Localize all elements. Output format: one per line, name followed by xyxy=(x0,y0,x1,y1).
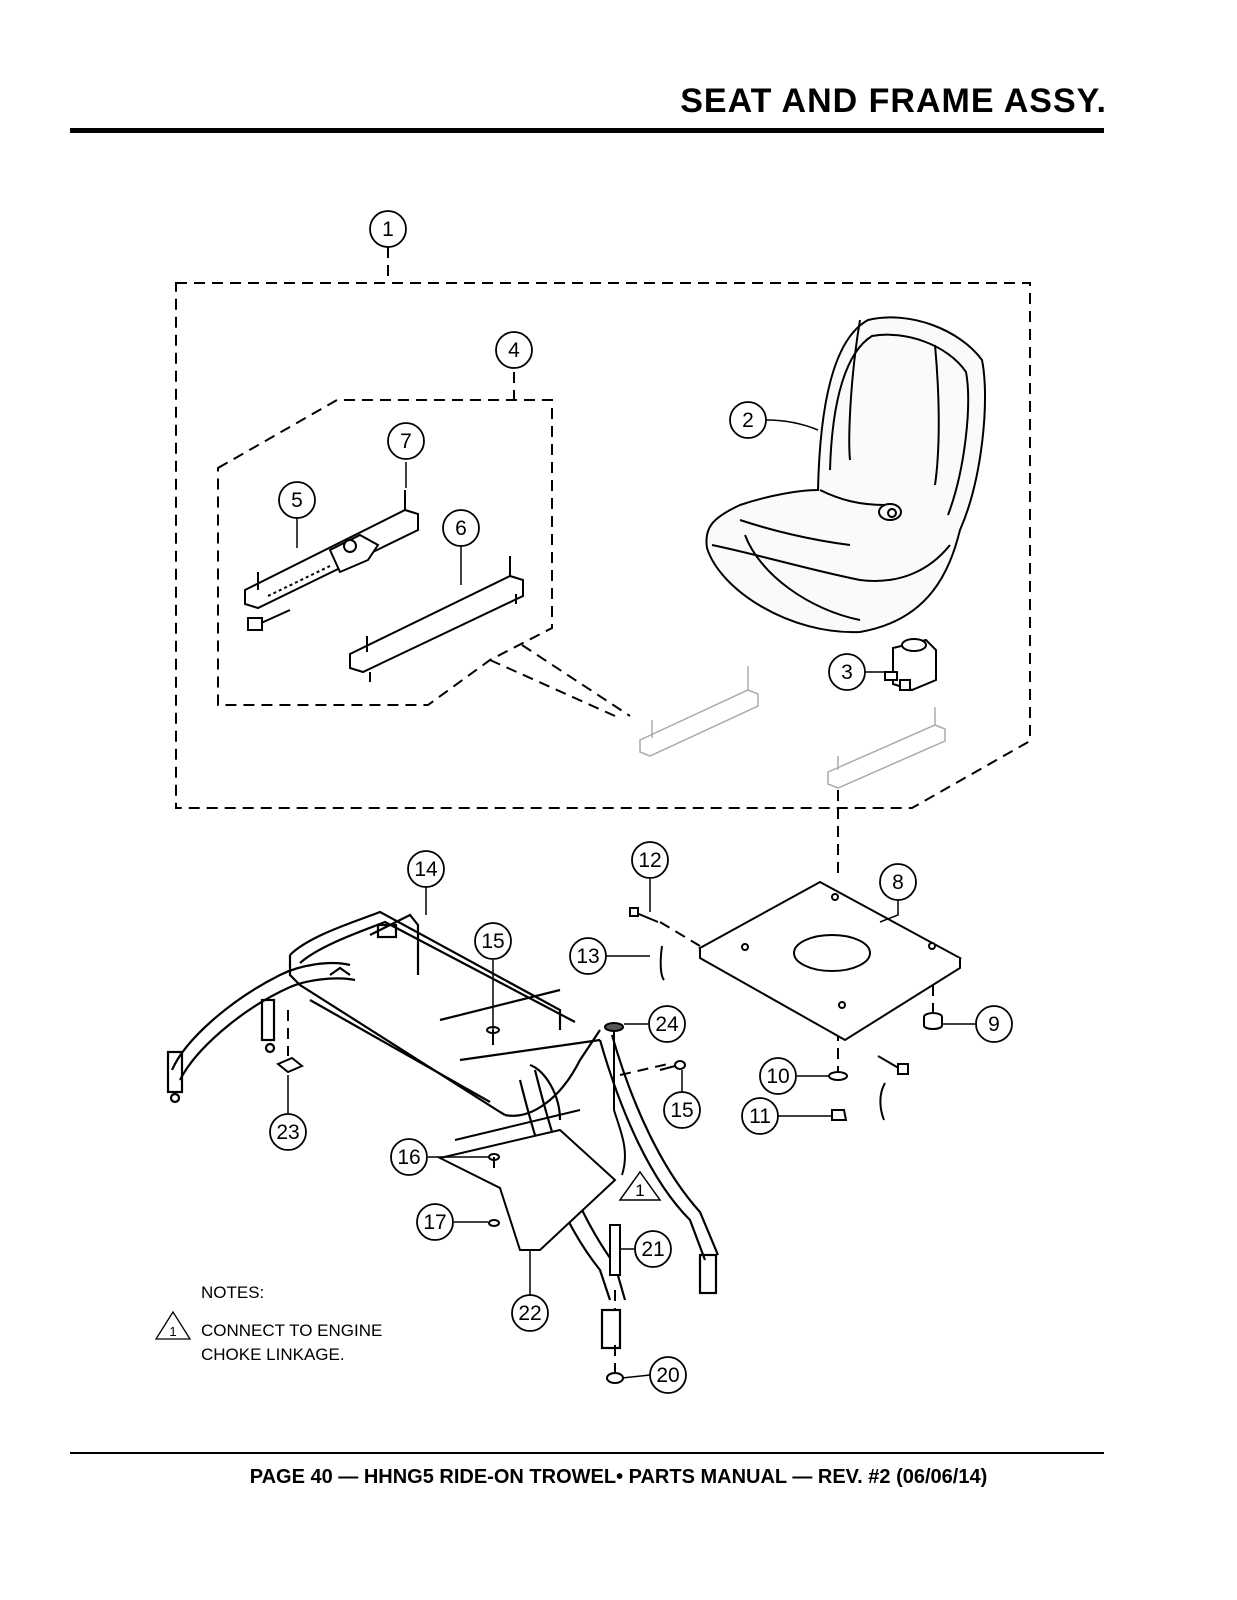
callout-5: 5 xyxy=(278,481,316,519)
callout-4-label: 4 xyxy=(508,339,520,362)
assembly-1-boundary xyxy=(175,282,1031,809)
seat-plate-drawing xyxy=(697,880,962,1042)
callout-15a: 15 xyxy=(474,922,512,960)
slide-link-2 xyxy=(489,659,616,717)
callout-2: 2 xyxy=(729,401,767,439)
callout-3: 3 xyxy=(828,653,866,691)
choke-bracket-drawing xyxy=(437,1109,617,1251)
slide-rail-5 xyxy=(244,490,419,631)
page-footer: PAGE 40 — HHNG5 RIDE-ON TROWEL• PARTS MA… xyxy=(249,1466,988,1488)
callout-15b: 15 xyxy=(663,1091,701,1129)
callout-21: 21 xyxy=(634,1230,672,1268)
callout-13-label: 13 xyxy=(576,945,599,968)
mount-pad-drawing xyxy=(276,1056,304,1074)
callout-12-label: 12 xyxy=(638,849,661,872)
bolt-link-15 xyxy=(619,1063,669,1076)
callout-22: 22 xyxy=(511,1294,549,1332)
note-line-1: CONNECT TO ENGINE xyxy=(201,1321,382,1340)
note-marker-label: 1 xyxy=(169,1324,176,1339)
rubber-foot-drawing xyxy=(923,1012,943,1030)
header-rule xyxy=(70,128,1104,133)
callout-1: 1 xyxy=(369,210,407,248)
notes-block: NOTES: 1 CONNECT TO ENGINE CHOKE LINKAGE… xyxy=(154,1283,382,1364)
page-title: SEAT AND FRAME ASSY. xyxy=(680,82,1107,120)
callout-9-label: 9 xyxy=(988,1013,1000,1036)
slide-rail-ghost xyxy=(639,666,946,789)
callout-16: 16 xyxy=(390,1138,428,1176)
callout-24: 24 xyxy=(648,1005,686,1043)
callout-4: 4 xyxy=(495,331,533,369)
callout-7: 7 xyxy=(387,422,425,460)
callout-17-label: 17 xyxy=(423,1211,446,1234)
callout-13: 13 xyxy=(569,937,607,975)
notes-heading: NOTES: xyxy=(201,1283,264,1302)
callout-10-label: 10 xyxy=(766,1065,789,1088)
callout-11-label: 11 xyxy=(749,1105,771,1128)
callout-10: 10 xyxy=(759,1057,797,1095)
callout-15a-label: 15 xyxy=(481,930,504,953)
callout-12: 12 xyxy=(631,841,669,879)
callout-20: 20 xyxy=(649,1356,687,1394)
callout-17: 17 xyxy=(416,1203,454,1241)
diagram-note-marker-label: 1 xyxy=(635,1181,644,1200)
callout-11: 11 xyxy=(741,1097,779,1135)
callout-22-label: 22 xyxy=(518,1302,541,1325)
fasteners-drawing xyxy=(486,1022,686,1384)
callout-23-label: 23 xyxy=(276,1121,299,1144)
callout-leaders xyxy=(287,419,976,1379)
note-marker-diagram: 1 xyxy=(618,1170,662,1201)
bolt12-link xyxy=(659,921,701,947)
callout-1-label: 1 xyxy=(382,218,394,241)
note-marker-icon xyxy=(154,1310,192,1340)
callout-15b-label: 15 xyxy=(670,1099,693,1122)
callout-8-label: 8 xyxy=(892,871,904,894)
callout-3-label: 3 xyxy=(841,661,853,684)
seat-switch-drawing xyxy=(884,638,937,692)
slide-link-1 xyxy=(521,644,631,717)
callout-6: 6 xyxy=(442,509,480,547)
callout-24-label: 24 xyxy=(655,1013,679,1036)
callout-6-label: 6 xyxy=(455,517,467,540)
assembly-4-boundary xyxy=(217,399,553,706)
callout-21-label: 21 xyxy=(641,1238,664,1261)
callout-16-label: 16 xyxy=(397,1146,420,1169)
note-line-2: CHOKE LINKAGE. xyxy=(201,1345,345,1364)
callout-20-label: 20 xyxy=(656,1364,679,1387)
footer-rule xyxy=(70,1452,1104,1454)
callout-14: 14 xyxy=(407,850,445,888)
callout-5-label: 5 xyxy=(291,489,303,512)
callout-8: 8 xyxy=(879,863,917,901)
slide-rail-6 xyxy=(349,556,524,682)
callout-9: 9 xyxy=(975,1005,1013,1043)
callout-14-label: 14 xyxy=(414,858,438,881)
seat-drawing xyxy=(705,316,986,634)
callout-7-label: 7 xyxy=(400,430,412,453)
callout-23: 23 xyxy=(269,1113,307,1151)
callout-2-label: 2 xyxy=(742,409,754,432)
